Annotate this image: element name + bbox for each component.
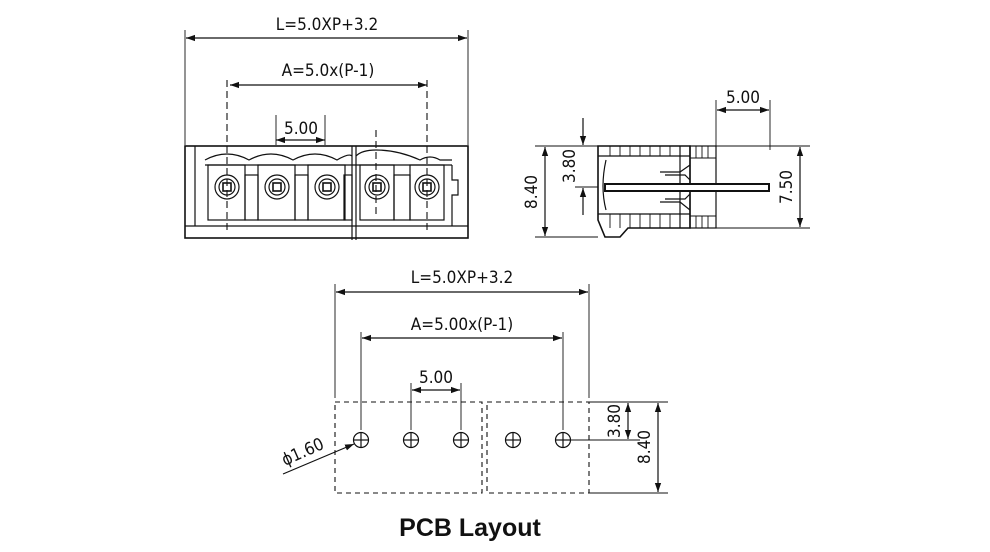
pcb-row-offset-label: 3.80 (605, 404, 625, 438)
side-pitch-label: 5.00 (726, 88, 760, 108)
front-pin-3 (314, 174, 340, 200)
pcb-layout-caption: PCB Layout (399, 514, 541, 542)
pcb-footprint-right (486, 401, 590, 494)
pcb-hole-4 (504, 431, 522, 449)
pcb-hole-2 (402, 431, 420, 449)
pcb-total-height-label: 8.40 (635, 430, 655, 464)
front-pin-span-label: A=5.0x(P-1) (282, 61, 375, 81)
side-view: 5.00 8.40 3.80 7.50 (522, 88, 810, 238)
front-pin-1 (214, 174, 240, 200)
front-pin-2 (264, 174, 290, 200)
pcb-hole-1 (352, 431, 370, 449)
front-pin-4 (364, 174, 390, 200)
pcb-pin-span-label: A=5.00x(P-1) (411, 315, 513, 335)
side-body (597, 145, 770, 238)
pcb-layout: L=5.0XP+3.2 A=5.00x(P-1) 5.00 (279, 268, 668, 542)
pcb-pitch-label: 5.00 (419, 368, 453, 388)
side-body-height-label: 7.50 (777, 170, 797, 204)
pcb-hole-3 (452, 431, 470, 449)
pcb-total-length-label: L=5.0XP+3.2 (411, 268, 513, 288)
pcb-footprint-left (334, 401, 483, 494)
front-total-length-label: L=5.0XP+3.2 (276, 15, 378, 35)
front-body-outline (184, 145, 469, 239)
front-view: L=5.0XP+3.2 A=5.0x(P-1) 5.00 (184, 15, 469, 240)
front-pitch-label: 5.00 (284, 119, 318, 139)
side-total-height-label: 8.40 (522, 175, 542, 209)
side-pin-height-label: 3.80 (560, 149, 580, 183)
pcb-hole-5 (554, 431, 572, 449)
front-pin-5 (414, 174, 440, 200)
